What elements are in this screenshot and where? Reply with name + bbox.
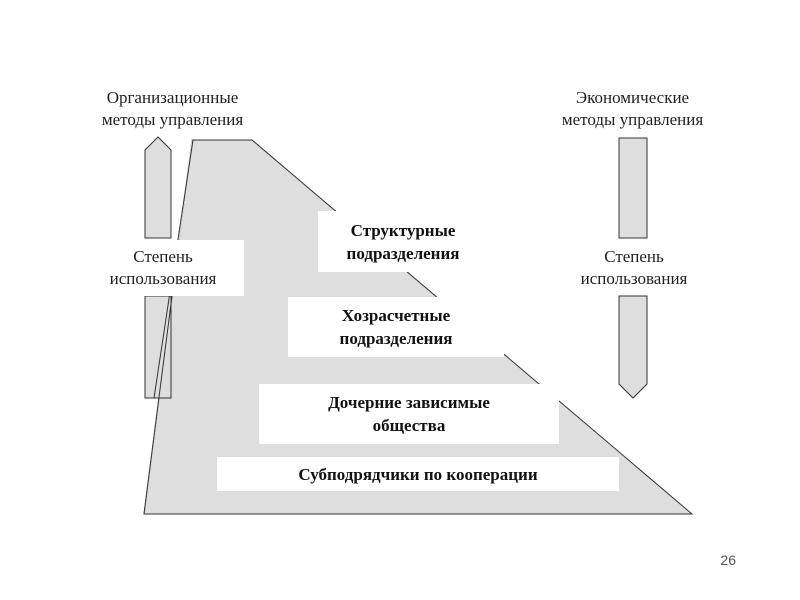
level-3-line2: общества [372, 416, 446, 435]
page-number: 26 [720, 552, 736, 568]
level-2-line2: подразделения [339, 329, 453, 348]
left-header: Организационные методы управления [60, 87, 285, 131]
right-header-line1: Экономические [575, 88, 690, 107]
right-upper-bar [618, 137, 648, 239]
left-diagonal-line-lower [143, 295, 173, 515]
left-up-arrow [144, 136, 172, 239]
right-down-arrow [618, 295, 648, 399]
left-header-line2: методы управления [101, 110, 244, 129]
right-degree-line2: использования [580, 269, 688, 288]
left-header-line1: Организационные [106, 88, 239, 107]
level-4-line1: Субподрядчики по кооперации [298, 464, 538, 484]
left-degree-line1: Степень [133, 247, 193, 266]
level-1-line1: Структурные [350, 220, 456, 240]
left-degree-label: Степень использования [82, 240, 244, 296]
right-header-line2: методы управления [561, 110, 704, 129]
level-subsidiaries: Дочерние зависимые общества [259, 384, 559, 444]
level-3-line1: Дочерние зависимые [328, 393, 490, 412]
level-self-financing-units: Хозрасчетные подразделения [288, 297, 504, 357]
level-1-line2: подразделения [346, 243, 460, 263]
right-header: Экономические методы управления [520, 87, 745, 131]
level-subcontractors: Субподрядчики по кооперации [217, 457, 619, 491]
left-degree-line2: использования [109, 269, 217, 288]
right-degree-line1: Степень [604, 247, 664, 266]
right-degree-label: Степень использования [560, 246, 708, 290]
level-2-line1: Хозрасчетные [341, 306, 451, 325]
level-structural-units: Структурные подразделения [318, 211, 488, 272]
